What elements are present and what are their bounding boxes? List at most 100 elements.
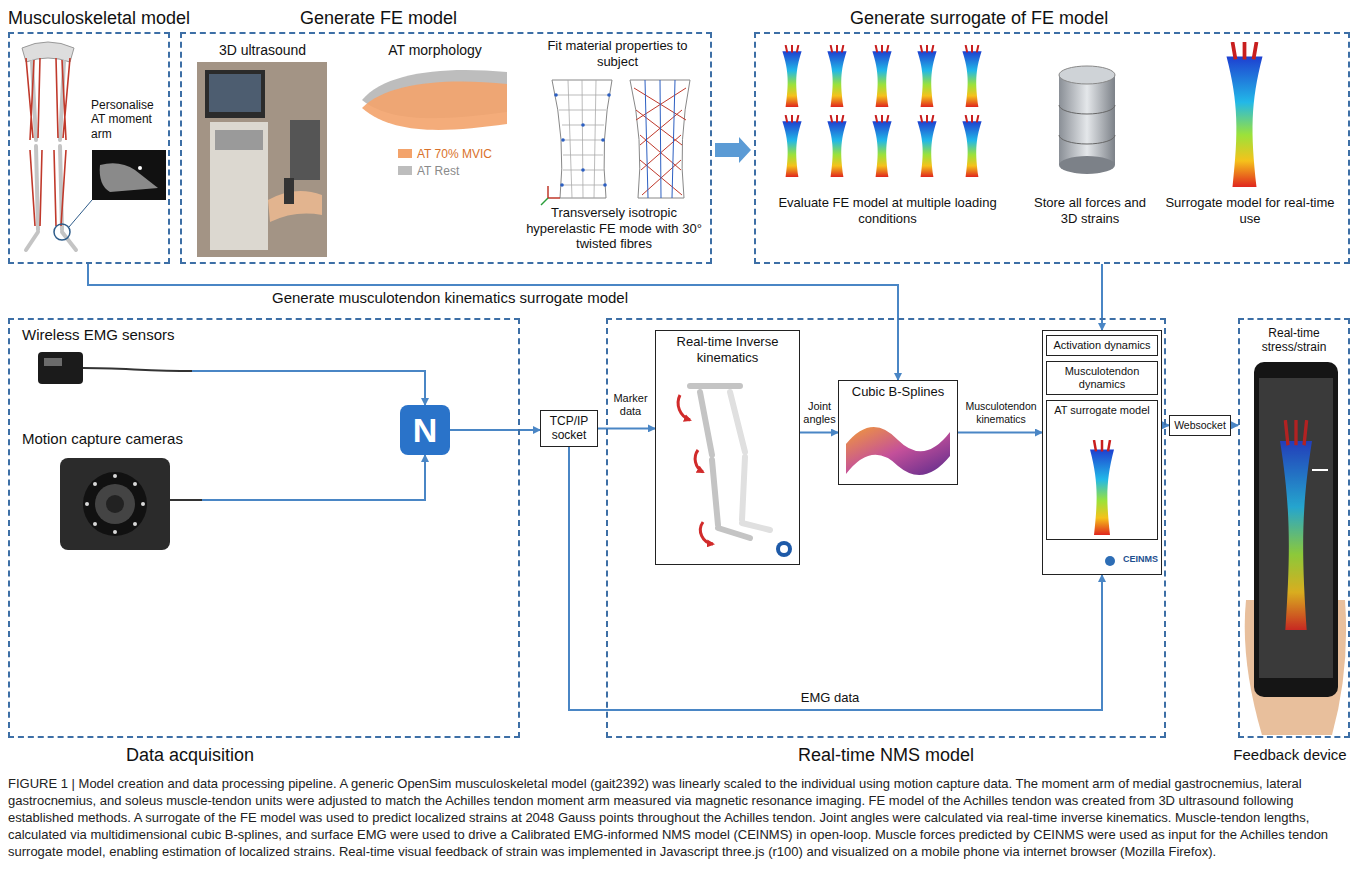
bspline-surface-part <box>846 427 950 475</box>
figure-label: Transversely isotropic hyperelastic FE m… <box>520 205 708 252</box>
svg-part-part <box>141 502 145 506</box>
edge-label: EMG data <box>770 690 890 706</box>
process-box: Websocket <box>1169 415 1231 436</box>
musculoskeletal-figure-part <box>138 166 142 170</box>
surrogate-tendon-part <box>1227 42 1263 187</box>
musculoskeletal-figure-part <box>69 200 92 227</box>
tendon-strain-maps-part <box>782 45 801 107</box>
panel-heading: Real-time NMS model <box>606 745 1166 767</box>
node-text: Websocket <box>1174 419 1226 432</box>
ik-skeleton-part <box>730 392 770 530</box>
ultrasound-photo-part <box>197 62 327 257</box>
process-box: Real-time Inverse kinematics <box>655 330 800 565</box>
fe-mesh-part <box>645 80 675 198</box>
tendon-strain-maps-part <box>962 115 981 177</box>
ultrasound-photo-part <box>209 74 261 112</box>
device-group: Motion capture cameras <box>22 430 202 570</box>
motion-camera-part <box>95 484 135 524</box>
tendon-strain-maps-part <box>917 115 936 177</box>
ik-skeleton-part <box>776 541 792 557</box>
tendon-strain-maps-part <box>872 45 891 107</box>
node-text: Motion capture cameras <box>22 430 202 448</box>
musculoskeletal-figure-part <box>22 42 74 62</box>
node-text: TCP/IP socket <box>545 414 593 443</box>
ik-skeleton <box>678 386 792 557</box>
dashed-panel: Generate surrogate of FE modelEvaluate F… <box>754 32 1350 264</box>
process-box: Cubic B-Splines <box>838 380 958 485</box>
connector <box>800 432 838 434</box>
phone-part <box>1259 378 1333 678</box>
svg-part-part <box>603 183 607 187</box>
ik-skeleton-part <box>678 395 690 420</box>
musculoskeletal-figure-part <box>26 62 76 250</box>
tendon-strain-maps-part <box>872 115 891 177</box>
node-text: Wireless EMG sensors <box>22 326 192 344</box>
ik-skeleton-part <box>700 522 713 544</box>
svg-part-part <box>133 482 137 486</box>
legend-text: AT Rest <box>417 164 459 178</box>
process-box: TCP/IP socket <box>540 410 598 447</box>
at-surrogate-tendon-part <box>1105 556 1115 566</box>
svg-part <box>85 474 145 534</box>
figure-label: 3D ultrasound <box>195 42 330 59</box>
edge-label: Joint angles <box>801 400 838 426</box>
connector <box>1101 264 1103 330</box>
edge-label: Generate musculotendon kinematics surrog… <box>200 289 700 307</box>
svg-part-part <box>581 168 585 172</box>
svg-part-part <box>561 138 565 142</box>
emg-sensor <box>38 352 192 384</box>
node-text: Cubic B-Splines <box>843 384 953 400</box>
connector <box>202 455 425 500</box>
panel-heading: Generate surrogate of FE model <box>850 8 1180 30</box>
ultrasound-photo-part <box>290 120 320 180</box>
svg-part-part <box>85 502 89 506</box>
database-icon-part <box>1059 105 1115 144</box>
figure-label: AT morphology <box>355 42 515 59</box>
tendon-strain-maps-part <box>917 45 936 107</box>
tendon-strain-maps <box>782 45 981 177</box>
svg-part-part <box>581 123 585 127</box>
svg-part-part <box>113 530 117 534</box>
process-box: AT surrogate model <box>1046 400 1158 540</box>
panel-heading: Data acquisition <box>60 745 320 767</box>
panel-heading: Generate FE model <box>300 8 560 30</box>
fe-mesh-part <box>630 80 690 198</box>
motion-camera-part <box>60 458 170 550</box>
panel-heading: Musculoskeletal model <box>8 8 218 30</box>
process-box: Activation dynamics <box>1046 335 1158 356</box>
dashed-panel: Real-time NMS modelReal-time Inverse kin… <box>606 318 1166 738</box>
musculoskeletal-figure <box>22 42 166 250</box>
emg-sensor-part <box>38 352 83 384</box>
figure-label: Surrogate model for real-time use <box>1165 195 1335 226</box>
figure-label: Store all forces and 3D strains <box>1025 195 1155 226</box>
svg-part-part <box>560 183 564 187</box>
musculoskeletal-figure-part <box>100 163 158 192</box>
musculoskeletal-figure-part <box>92 150 166 200</box>
svg-part-part <box>113 474 117 478</box>
musculoskeletal-figure-part <box>54 224 70 240</box>
figure-caption: FIGURE 1 | Model creation and data proce… <box>8 776 1350 860</box>
legend-row: AT Rest <box>398 162 492 179</box>
emg-sensor-part <box>44 358 62 366</box>
node-text: N <box>413 410 438 451</box>
database-icon <box>1059 66 1115 174</box>
connector <box>1231 424 1238 426</box>
connector <box>192 371 425 405</box>
svg-part-part <box>93 522 97 526</box>
figure-label: Real-time stress/strain <box>1240 326 1348 355</box>
ik-skeleton-part <box>690 386 750 538</box>
figure-label: Fit material properties to subject <box>530 38 705 69</box>
motion-camera-part <box>106 495 124 513</box>
fe-mesh-part <box>556 80 609 198</box>
software-logo: N <box>400 405 450 455</box>
node-text: AT surrogate model <box>1051 404 1153 417</box>
node-text: Real-time Inverse kinematics <box>660 334 795 365</box>
connector <box>88 264 898 380</box>
ik-skeleton-part <box>780 545 788 553</box>
edge-label: Marker data <box>607 392 654 418</box>
musculoskeletal-figure-part <box>26 58 70 226</box>
svg-part-part <box>601 138 605 142</box>
panel-heading: Feedback device <box>1226 746 1354 764</box>
legend-row: AT 70% MVIC <box>398 145 492 162</box>
